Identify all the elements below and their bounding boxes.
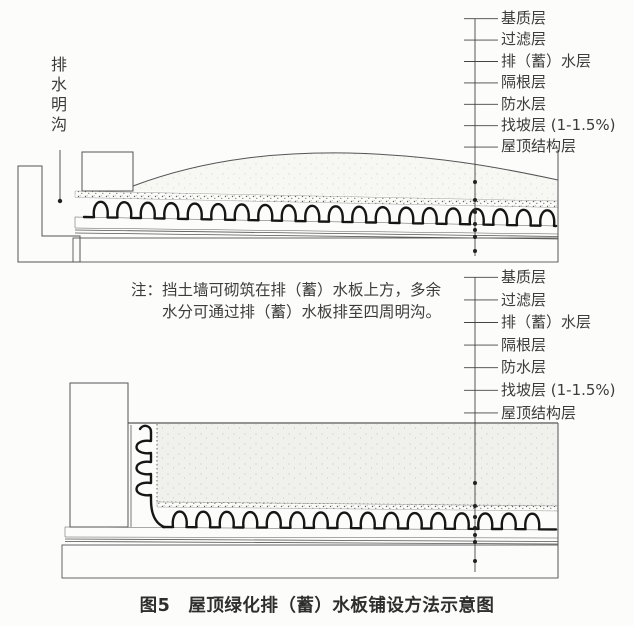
- note-line-1: 注：挡土墙可砌筑在排（蓄）水板上方，多余: [131, 281, 442, 299]
- leader-dot: [473, 481, 477, 485]
- leader-dot: [473, 198, 477, 202]
- leader-dot: [473, 540, 477, 544]
- layer-label: 防水层: [501, 94, 547, 113]
- bottom-diagram: [61, 382, 559, 579]
- drain-ditch-label: 排水明沟: [48, 56, 67, 136]
- leader-dot: [473, 515, 477, 519]
- layer-labels-bottom: 基质层过滤层排（蓄）水层隔根层防水层找坡层 (1-1.5%) 屋顶结构层: [501, 266, 633, 424]
- leader-dot: [473, 526, 477, 530]
- bottom-substrate-area: [157, 424, 558, 506]
- leader-dot: [473, 249, 477, 253]
- layer-label: 隔根层: [501, 73, 547, 92]
- leader-dot: [473, 504, 477, 508]
- leader-dot: [473, 235, 477, 239]
- callout-annotations: [464, 18, 498, 572]
- leader-dot: [473, 533, 477, 537]
- ditch-outer-wall: [17, 165, 81, 263]
- layer-label: 排（蓄）水层: [501, 313, 592, 332]
- bottom-drainage-board-vertical: [135, 430, 166, 529]
- ditch-leader-dot: [57, 198, 63, 204]
- layer-labels-top: 基质层过滤层排（蓄）水层隔根层防水层找坡层 (1-1.5%) 屋顶结构层: [501, 8, 633, 158]
- bottom-parapet-wall: [69, 382, 129, 528]
- layer-label: 找坡层 (1-1.5%): [501, 115, 616, 134]
- layer-label: 屋顶结构层: [501, 137, 577, 156]
- top-substrate-surface-line: [132, 152, 559, 187]
- layer-label: 隔根层: [501, 335, 547, 354]
- bottom-drainage-board-wave: [161, 510, 558, 531]
- leader-dot: [473, 559, 477, 563]
- top-diagram: [17, 150, 559, 263]
- leader-dot: [473, 222, 477, 226]
- leader-dot: [473, 210, 477, 214]
- note-line-2: 水分可通过排（蓄）水板排至四周明沟。: [162, 302, 442, 321]
- layer-label: 找坡层 (1-1.5%): [501, 380, 616, 399]
- layer-label: 排（蓄）水层: [501, 51, 592, 70]
- figure-caption: 图5 屋顶绿化排（蓄）水板铺设方法示意图: [139, 596, 495, 616]
- layer-label: 防水层: [501, 358, 547, 377]
- layer-label: 过滤层: [501, 30, 547, 49]
- layer-label: 基质层: [501, 268, 547, 286]
- leader-dot: [473, 228, 477, 232]
- layer-label: 过滤层: [501, 290, 547, 309]
- layer-label: 屋顶结构层: [501, 403, 577, 422]
- leader-dot: [473, 180, 477, 184]
- figure-note: 注：挡土墙可砌筑在排（蓄）水板上方，多余 水分可通过排（蓄）水板排至四周明沟。: [131, 280, 441, 323]
- top-substrate-dome: [133, 152, 558, 201]
- bottom-board-top-hook: [138, 424, 153, 434]
- bottom-thin-layer-lines: [64, 538, 559, 545]
- top-roof-structure-slab: [72, 237, 559, 263]
- bottom-roof-structure-slab: [61, 544, 559, 579]
- layer-label: 基质层: [501, 9, 547, 27]
- top-drainage-board-wave: [82, 200, 558, 228]
- top-retaining-wall-block: [81, 151, 134, 192]
- top-thin-layer-lines: [74, 229, 559, 240]
